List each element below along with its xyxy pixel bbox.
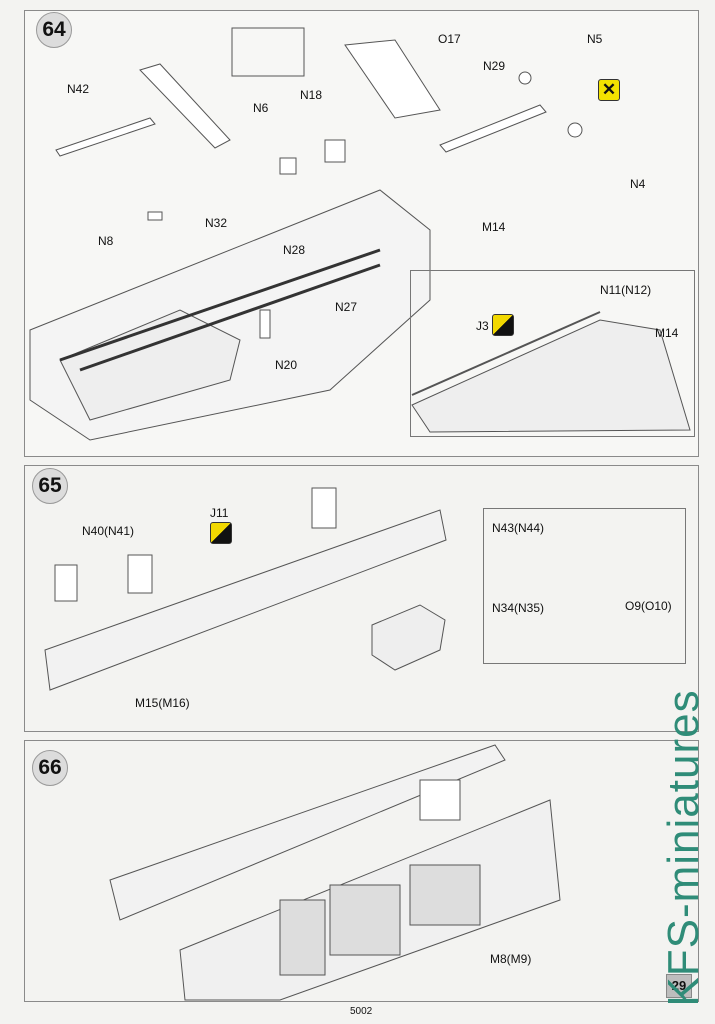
part-label: N8 [98, 234, 114, 248]
part-label: N28 [283, 243, 306, 257]
paint-color-icon [492, 314, 514, 336]
detail-inset [410, 270, 695, 437]
part-label: N32 [205, 216, 228, 230]
part-label: M14 [655, 326, 679, 340]
part-m15 [44, 509, 447, 691]
part-label: J3 [476, 319, 489, 333]
x-remove-icon: ✕ [598, 79, 620, 101]
step-number: 65 [32, 468, 68, 504]
part-label: N40(N41) [82, 524, 135, 538]
part-n42 [55, 117, 156, 157]
part-label: O9(O10) [625, 599, 672, 613]
watermark: KFS-miniatures [659, 689, 708, 1007]
part-label: N29 [483, 59, 506, 73]
part-label: N34(N35) [492, 601, 545, 615]
page-number: 29 [666, 974, 692, 998]
step-number: 64 [36, 12, 72, 48]
part-label: M8(M9) [490, 952, 532, 966]
part-label: N20 [275, 358, 298, 372]
part-label: O17 [438, 32, 461, 46]
part-o17 [344, 39, 441, 119]
step-number: 66 [32, 750, 68, 786]
part-label: N5 [587, 32, 603, 46]
part-label: N11(N12) [600, 283, 652, 297]
part-label: N6 [253, 101, 269, 115]
detail-inset [483, 508, 686, 664]
part-label: N18 [300, 88, 323, 102]
step-66-panel [24, 740, 699, 1002]
step-65-panel [24, 465, 699, 732]
part-label: M15(M16) [135, 696, 190, 710]
part-label: N43(N44) [492, 521, 545, 535]
part-label: N42 [67, 82, 90, 96]
paint-color-icon [210, 522, 232, 544]
catalog-code: 5002 [350, 1006, 373, 1017]
part-n29 [439, 104, 547, 153]
part-label: N4 [630, 177, 646, 191]
part-label: N27 [335, 300, 358, 314]
part-label: M14 [482, 220, 506, 234]
part-label: J11 [210, 506, 229, 520]
